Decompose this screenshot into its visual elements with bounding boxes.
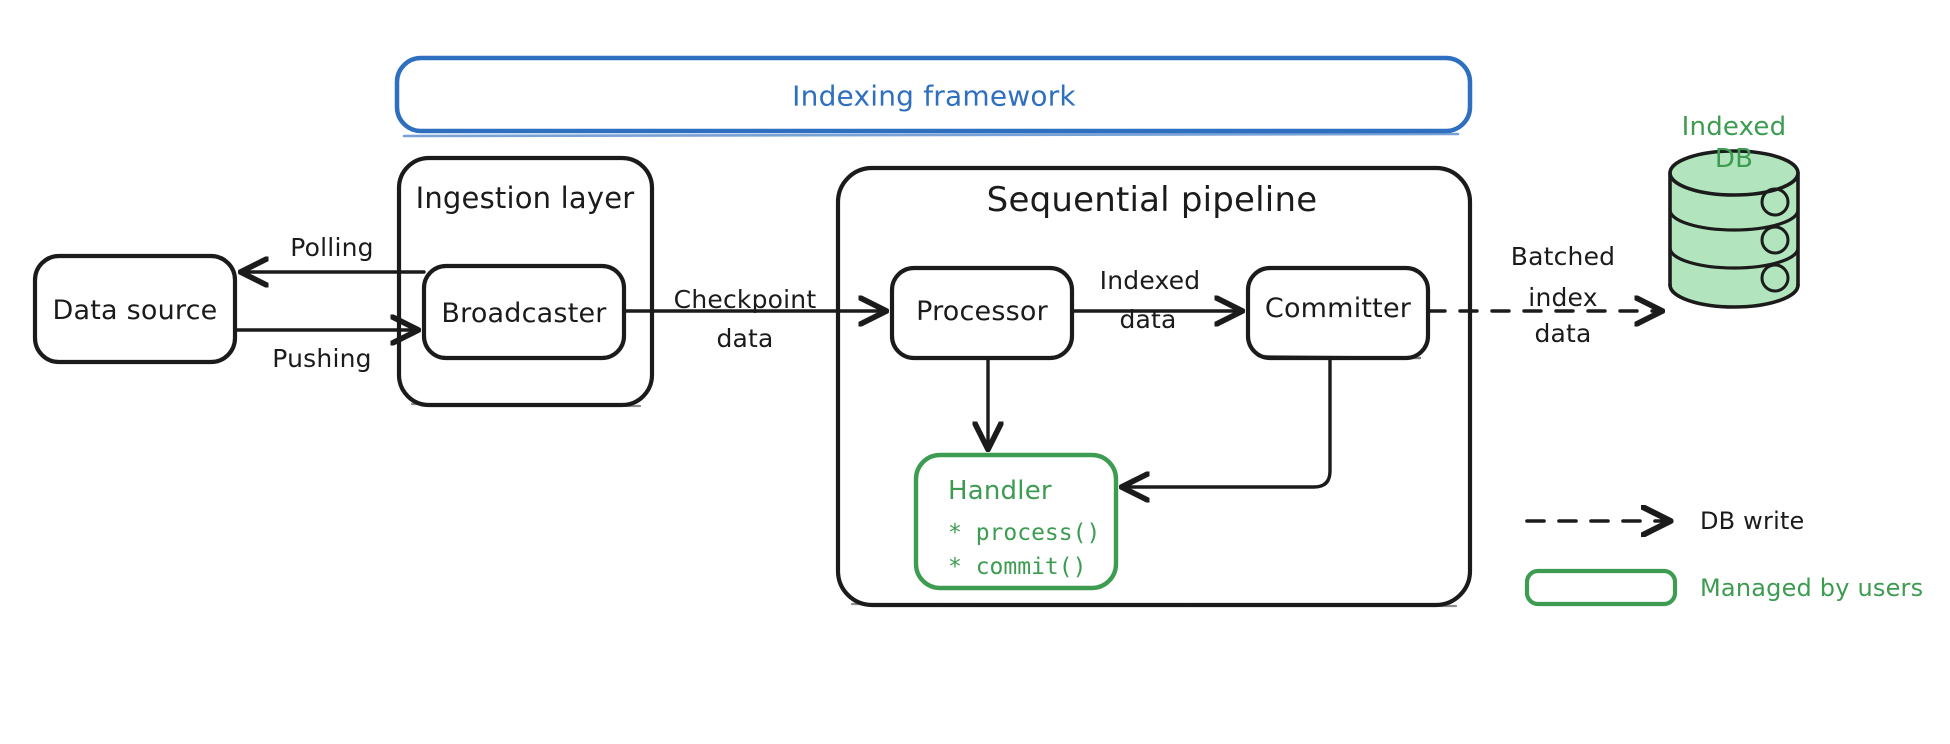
indexed-db-shape bbox=[1668, 149, 1800, 309]
edge-batched-index-data-label-line3: data bbox=[1534, 319, 1592, 348]
committer-label: Committer bbox=[1264, 292, 1412, 324]
edge-batched-index-data-label-line1: Batched bbox=[1510, 242, 1616, 271]
edge-committer-to-handler bbox=[1124, 356, 1332, 487]
edge-checkpoint-data-label-line2: data bbox=[716, 324, 774, 353]
ingestion-layer-shape bbox=[396, 155, 655, 408]
broadcaster-label: Broadcaster bbox=[441, 297, 607, 329]
edge-polling-label: Polling bbox=[290, 233, 374, 262]
edge-batched-index-data-label-line2: index bbox=[1528, 283, 1598, 312]
indexed-db-label-line2: DB bbox=[1714, 144, 1754, 175]
committer-shape bbox=[1245, 265, 1431, 361]
edge-checkpoint-data-label-line1: Checkpoint bbox=[673, 285, 817, 314]
processor-shape bbox=[889, 265, 1075, 361]
data-source-shape bbox=[32, 253, 238, 365]
legend-db-write-label: DB write bbox=[1700, 507, 1805, 535]
processor-label: Processor bbox=[916, 295, 1048, 327]
edge-indexed-data-label-line1: Indexed bbox=[1099, 266, 1201, 295]
framework-banner-label: Indexing framework bbox=[792, 79, 1076, 113]
handler-shape bbox=[913, 452, 1119, 591]
data-source-label: Data source bbox=[52, 294, 218, 326]
legend-managed-by-users-symbol bbox=[1524, 568, 1678, 607]
legend-managed-by-users-label: Managed by users bbox=[1700, 574, 1924, 602]
handler-title: Handler bbox=[948, 476, 1052, 506]
edge-pushing-label: Pushing bbox=[272, 344, 372, 373]
sequential-pipeline-shape bbox=[835, 165, 1473, 608]
sequential-pipeline-label: Sequential pipeline bbox=[986, 179, 1318, 220]
indexed-db-label-line1: Indexed bbox=[1681, 112, 1787, 143]
framework-banner-shape bbox=[394, 55, 1473, 138]
edge-indexed-data-label-line2: data bbox=[1119, 305, 1177, 334]
ingestion-layer-label: Ingestion layer bbox=[415, 180, 635, 215]
handler-method-process: * process() bbox=[948, 520, 1101, 546]
handler-method-commit: * commit() bbox=[948, 554, 1087, 580]
